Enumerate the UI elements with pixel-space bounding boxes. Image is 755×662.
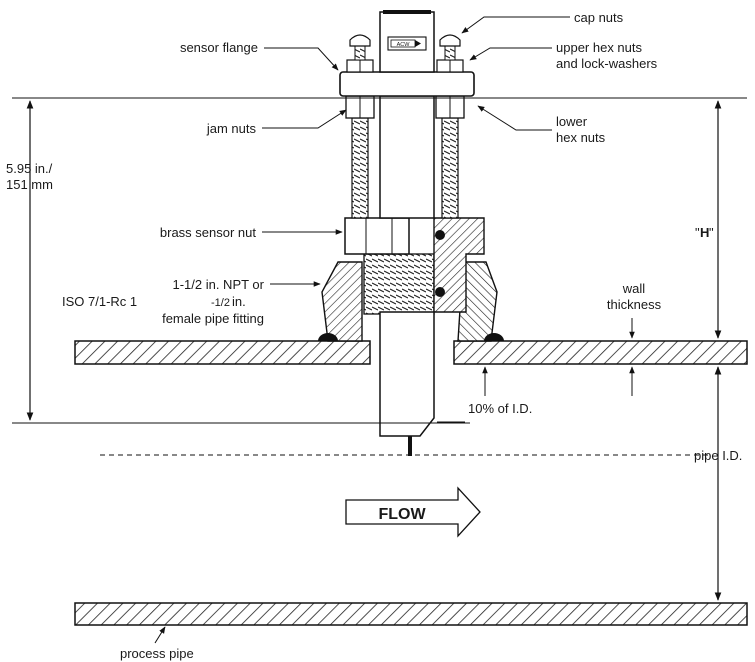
weld-left bbox=[318, 333, 338, 341]
leader-jam-nuts bbox=[262, 109, 347, 129]
label-fitting-2c: in. bbox=[232, 294, 246, 309]
label-dim-595-2: 151 mm bbox=[6, 177, 53, 192]
label-process-pipe: process pipe bbox=[120, 646, 194, 661]
label-cap-nuts: cap nuts bbox=[574, 10, 624, 25]
upper-hardware-left bbox=[346, 34, 374, 73]
label-fitting-1: 1-1/2 in. NPT or bbox=[172, 277, 264, 292]
leader-process-pipe bbox=[154, 626, 166, 644]
sensor-flange bbox=[339, 71, 475, 97]
label-fitting-2b: -1/2 bbox=[211, 297, 230, 309]
label-h: " H " bbox=[695, 225, 714, 240]
leader-sensor-flange bbox=[264, 47, 339, 71]
brass-sensor-nut bbox=[344, 217, 485, 313]
flow-arrow: FLOW bbox=[345, 486, 481, 538]
label-upper-hex-nuts-1: upper hex nuts bbox=[556, 40, 643, 55]
leader-upper-hex-nuts bbox=[469, 47, 552, 61]
pipe-upper-wall-left bbox=[74, 340, 371, 365]
window-mark: ACW bbox=[397, 42, 411, 48]
label-sensor-flange: sensor flange bbox=[180, 40, 258, 55]
threaded-section bbox=[363, 253, 435, 315]
label-dim-595-1: 5.95 in./ bbox=[6, 161, 53, 176]
label-upper-hex-nuts-2: and lock-washers bbox=[556, 56, 658, 71]
pipe-upper-wall-right bbox=[453, 340, 748, 365]
label-wall-2: thickness bbox=[607, 297, 662, 312]
pipe-lower-wall bbox=[74, 602, 748, 626]
label-ten-percent: 10% of I.D. bbox=[468, 401, 532, 416]
label-pipe-id: pipe I.D. bbox=[694, 448, 742, 463]
weld-right bbox=[484, 333, 504, 341]
label-h-letter: H bbox=[700, 225, 709, 240]
pipe-fitting bbox=[318, 261, 504, 342]
label-lower-hex-nuts-1: lower bbox=[556, 114, 588, 129]
threaded-studs bbox=[345, 95, 465, 219]
label-lower-hex-nuts-2: hex nuts bbox=[556, 130, 606, 145]
label-brass-sensor-nut: brass sensor nut bbox=[160, 225, 256, 240]
label-fitting-3: female pipe fitting bbox=[162, 311, 264, 326]
label-h-quote-open: " bbox=[695, 225, 700, 240]
label-fitting-2a: ISO 7/1-Rc 1 bbox=[62, 294, 137, 309]
leader-lower-hex-nuts bbox=[477, 105, 552, 131]
upper-hardware-right bbox=[436, 34, 464, 73]
label-jam-nuts: jam nuts bbox=[206, 121, 257, 136]
flow-label: FLOW bbox=[378, 506, 426, 523]
leader-cap-nuts bbox=[461, 16, 570, 34]
sensor-head: ACW bbox=[379, 10, 435, 73]
label-wall-1: wall bbox=[622, 281, 646, 296]
label-h-quote-close: " bbox=[709, 225, 714, 240]
